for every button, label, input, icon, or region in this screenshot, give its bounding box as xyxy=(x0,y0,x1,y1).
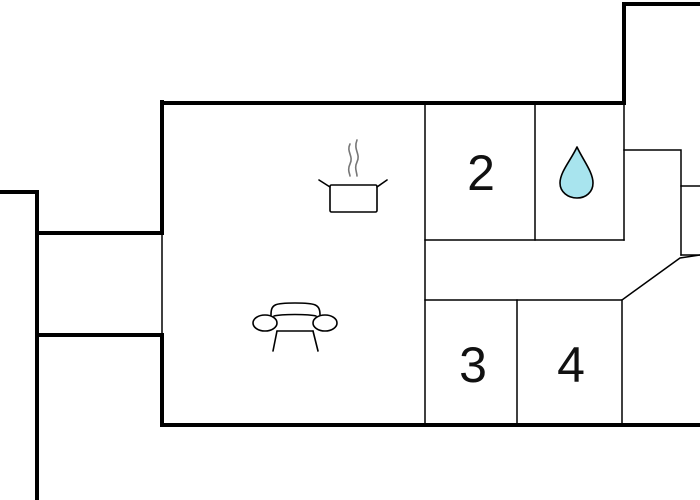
water-drop-icon xyxy=(559,146,594,199)
room-number-3: 3 xyxy=(459,337,487,393)
inner-walls xyxy=(161,104,700,426)
sofa-icon xyxy=(252,302,338,352)
cooking-pot-icon xyxy=(318,139,388,213)
room-number-1: 1 xyxy=(698,313,700,369)
room-number-4: 4 xyxy=(557,337,585,393)
room-number-2: 2 xyxy=(467,145,495,201)
